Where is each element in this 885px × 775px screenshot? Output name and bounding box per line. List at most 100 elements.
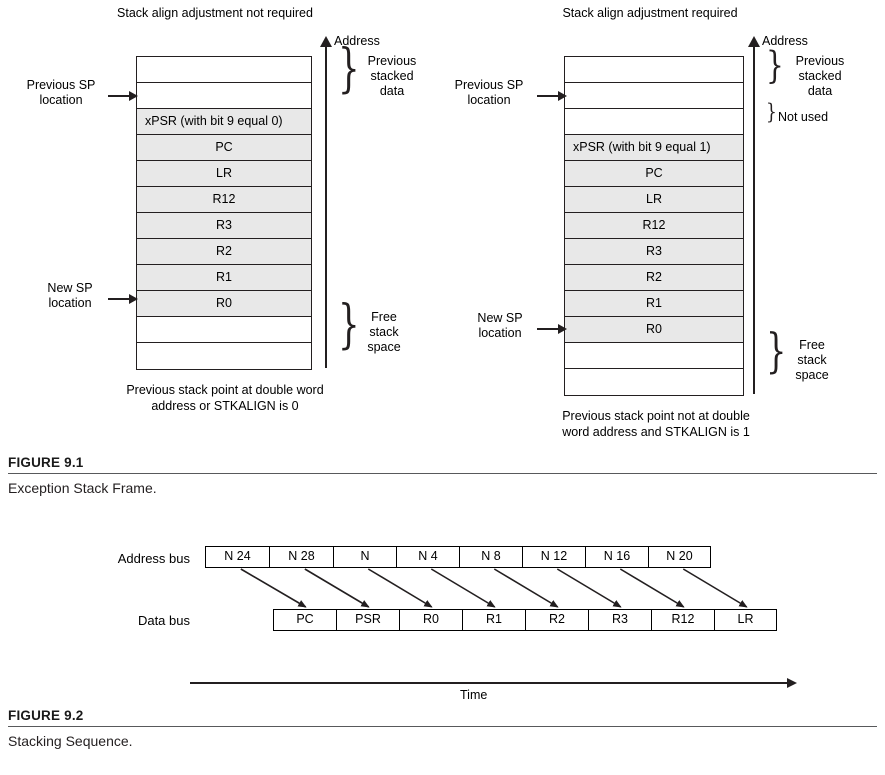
address-bus-cell-4: N 8 <box>459 546 522 568</box>
time-axis-label: Time <box>460 688 488 702</box>
address-bus-cell-0: N 24 <box>205 546 269 568</box>
data-bus-cell-4: R2 <box>525 609 588 631</box>
address-bus-cell-7: N 20 <box>648 546 711 568</box>
figure-9-2-text: Stacking Sequence. <box>8 733 133 749</box>
stack-slot-r1: R1 <box>565 291 743 317</box>
right-new-sp-label-line1: New SP <box>477 311 523 325</box>
left-address-axis-line <box>325 46 327 368</box>
time-axis-arrow <box>190 678 797 687</box>
left-diagram-caption-line2: address or STKALIGN is 0 <box>151 399 299 413</box>
right-free-stack-space-note-line1: Free <box>799 338 825 352</box>
left-diagram-title: Stack align adjustment not required <box>117 6 313 20</box>
address-bus-cell-2: N <box>333 546 396 568</box>
stack-slot-r12: R12 <box>137 187 311 213</box>
stack-slot-r3: R3 <box>137 213 311 239</box>
figure-9-1-rule <box>8 473 877 474</box>
figure-9-1-text: Exception Stack Frame. <box>8 480 157 496</box>
left-free-stack-space-note-line1: Free <box>371 310 397 324</box>
left-diagram-caption-line1: Previous stack point at double word <box>126 383 324 397</box>
address-bus-label: Address bus <box>117 551 190 566</box>
address-bus-cell-1: N 28 <box>269 546 333 568</box>
stack-slot-empty <box>137 317 311 343</box>
left-diagram-caption: Previous stack point at double word addr… <box>60 382 390 414</box>
left-previous-stacked-data-brace-icon: } <box>338 38 360 100</box>
figure-9-1-caption-block: FIGURE 9.1 Exception Stack Frame. <box>8 455 877 496</box>
right-new-sp-label-line2: location <box>478 326 522 340</box>
stack-slot-r0: R0 <box>137 291 311 317</box>
right-diagram-caption-line1: Previous stack point not at double <box>562 409 750 423</box>
data-bus-cell-3: R1 <box>462 609 525 631</box>
right-address-axis-line <box>753 46 755 394</box>
data-bus-cell-5: R3 <box>588 609 651 631</box>
stack-slot-empty <box>565 369 743 395</box>
left-previous-sp-label-line1: Previous SP <box>26 78 96 92</box>
right-free-stack-space-note-line3: space <box>795 368 829 382</box>
left-previous-sp-pointer-arrow-icon <box>108 91 138 101</box>
right-previous-stacked-data-note: Previous stacked data <box>780 54 860 99</box>
stack-slot-r2: R2 <box>565 265 743 291</box>
right-new-sp-label: New SP location <box>450 311 550 341</box>
address-bus-cell-3: N 4 <box>396 546 459 568</box>
left-free-stack-space-brace-icon: } <box>338 294 360 356</box>
data-bus-cell-0: PC <box>273 609 336 631</box>
right-free-stack-space-note-line2: stack <box>797 353 827 367</box>
left-new-sp-pointer-arrow-icon <box>108 294 138 304</box>
stack-slot-xpsr: xPSR (with bit 9 equal 1) <box>565 135 743 161</box>
stack-slot-empty <box>565 343 743 369</box>
figure-9-1-title: FIGURE 9.1 <box>8 455 84 470</box>
figure-9-2-caption-block: FIGURE 9.2 Stacking Sequence. <box>8 708 877 749</box>
stack-slot-empty <box>565 83 743 109</box>
stack-slot-xpsr: xPSR (with bit 9 equal 0) <box>137 109 311 135</box>
right-previous-stacked-data-note-line2: stacked <box>798 69 842 83</box>
left-new-sp-label-line2: location <box>48 296 92 310</box>
left-previous-stacked-data-note-line2: stacked <box>370 69 414 83</box>
right-previous-stacked-data-note-line3: data <box>807 84 833 98</box>
stack-slot-lr: LR <box>565 187 743 213</box>
right-new-sp-pointer-arrow-icon <box>537 324 567 334</box>
left-previous-sp-label-line2: location <box>39 93 83 107</box>
data-bus-label: Data bus <box>137 613 190 628</box>
stack-slot-empty <box>565 57 743 83</box>
stack-slot-pc: PC <box>565 161 743 187</box>
address-bus-cell-5: N 12 <box>522 546 585 568</box>
right-address-axis-label: Address <box>762 34 808 48</box>
stack-slot-empty <box>137 57 311 83</box>
data-bus-cell-7: LR <box>714 609 777 631</box>
right-free-stack-space-note: Free stack space <box>782 338 842 383</box>
left-previous-stacked-data-note-line3: data <box>379 84 405 98</box>
right-previous-stacked-data-brace-icon: } <box>766 43 784 88</box>
stack-slot-r12: R12 <box>565 213 743 239</box>
left-free-stack-space-note-line3: space <box>367 340 401 354</box>
right-previous-sp-label-line1: Previous SP <box>454 78 524 92</box>
right-diagram-caption-line2: word address and STKALIGN is 1 <box>562 425 750 439</box>
right-not-used-brace-icon: } <box>766 100 777 126</box>
right-previous-sp-label: Previous SP location <box>434 78 544 108</box>
left-address-axis-label: Address <box>334 34 380 48</box>
stack-slot-empty <box>137 83 311 109</box>
stack-slot-r1: R1 <box>137 265 311 291</box>
right-previous-sp-label-line2: location <box>467 93 511 107</box>
stack-slot-lr: LR <box>137 161 311 187</box>
stack-slot-r3: R3 <box>565 239 743 265</box>
left-previous-stacked-data-note-line1: Previous <box>367 54 417 68</box>
left-previous-sp-label: Previous SP location <box>6 78 116 108</box>
right-previous-stacked-data-note-line1: Previous <box>795 54 845 68</box>
right-diagram-caption: Previous stack point not at double word … <box>488 408 824 440</box>
stack-slot-r2: R2 <box>137 239 311 265</box>
right-previous-sp-pointer-arrow-icon <box>537 91 567 101</box>
stack-slot-empty <box>565 109 743 135</box>
left-free-stack-space-note-line2: stack <box>369 325 399 339</box>
address-bus-cell-6: N 16 <box>585 546 648 568</box>
left-address-axis-arrow-icon <box>320 36 332 47</box>
left-new-sp-label-line1: New SP <box>47 281 93 295</box>
left-new-sp-label: New SP location <box>20 281 120 311</box>
data-bus-cell-6: R12 <box>651 609 714 631</box>
data-bus-cell-2: R0 <box>399 609 462 631</box>
right-address-axis-arrow-icon <box>748 36 760 47</box>
figure-9-2-rule <box>8 726 877 727</box>
